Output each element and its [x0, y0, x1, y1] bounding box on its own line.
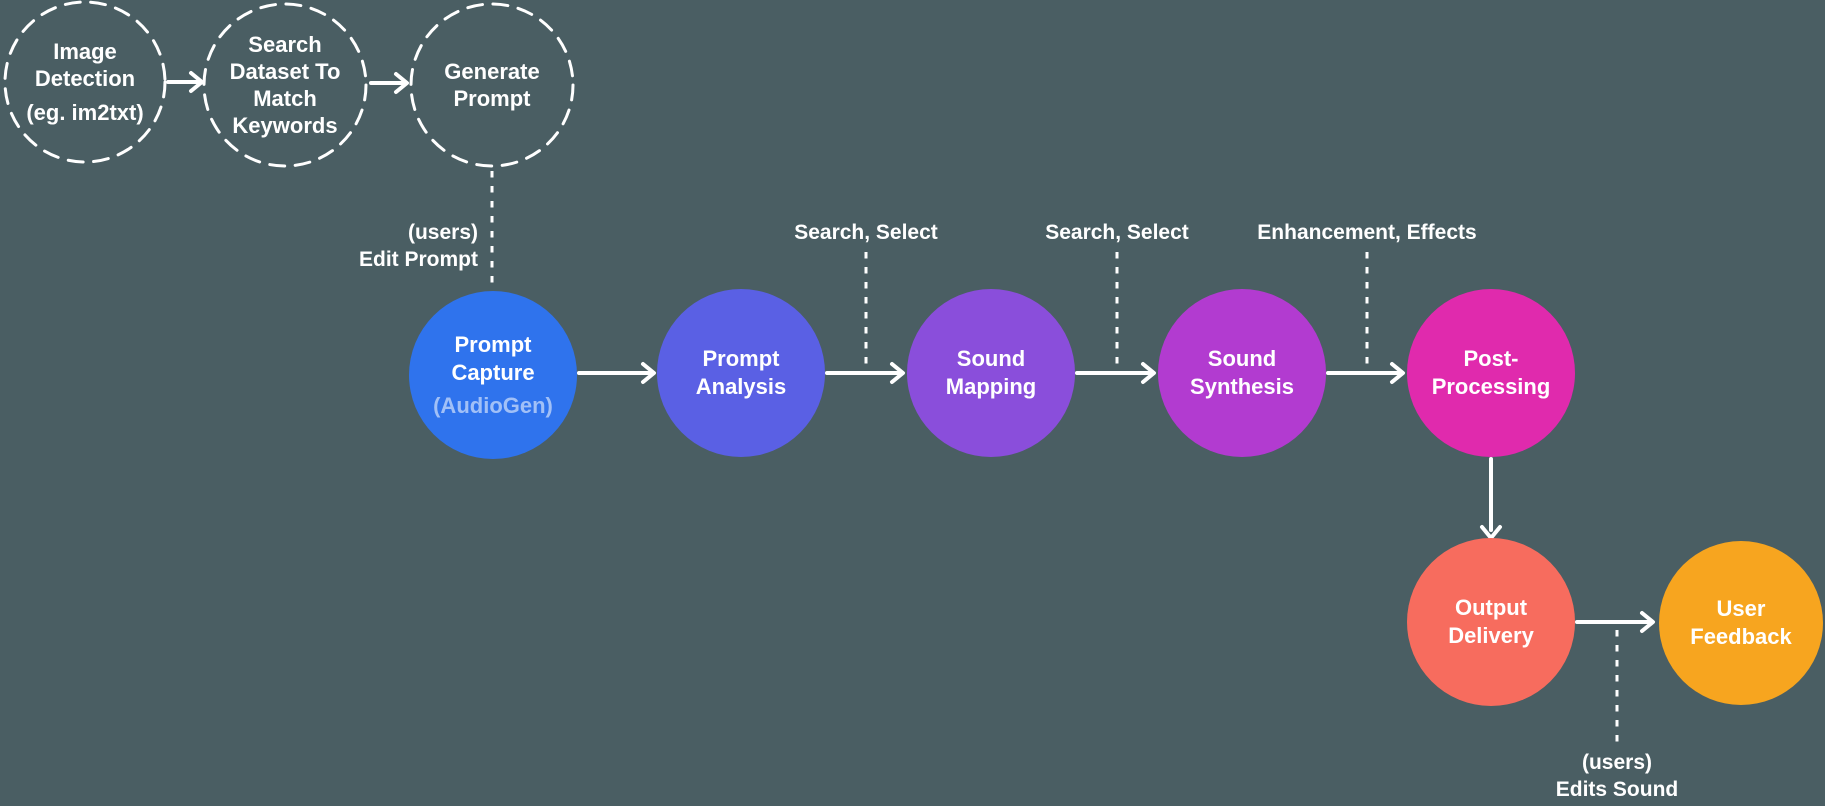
- node-image-detection: Image Detection (eg. im2txt): [5, 2, 165, 162]
- arrow-prompt-analysis-to-sound-mapping: [825, 362, 905, 384]
- annotation-users-edit-prompt: (users) Edit Prompt: [359, 221, 478, 271]
- node-image-detection-label: Image Detection: [34, 39, 136, 91]
- node-post-processing: Post- Processing: [1407, 289, 1575, 457]
- search-dataset-dashed-circle: [202, 2, 368, 168]
- node-output-delivery: Output Delivery: [1407, 538, 1575, 706]
- annotation-search-select-1: Search, Select: [794, 221, 938, 244]
- arrow-output-delivery-to-user-feedback: [1575, 611, 1655, 633]
- generate-prompt-dashed-circle: [409, 2, 575, 168]
- node-user-feedback: User Feedback: [1659, 541, 1823, 705]
- node-output-delivery-label: Output Delivery: [1448, 595, 1534, 648]
- node-prompt-analysis: Prompt Analysis: [657, 289, 825, 457]
- node-sound-mapping: Sound Mapping: [907, 289, 1075, 457]
- arrow-sound-synthesis-to-post-processing: [1326, 362, 1405, 384]
- node-search-dataset: Search Dataset To Match Keywords: [204, 4, 366, 166]
- node-prompt-analysis-label: Prompt Analysis: [695, 346, 787, 399]
- node-sound-synthesis-label: Sound Synthesis: [1190, 346, 1294, 399]
- annotation-enhancement-effects: Enhancement, Effects: [1257, 221, 1477, 244]
- node-prompt-capture-label: Prompt Capture: [451, 331, 535, 385]
- arrow-post-processing-to-output-delivery: [1480, 457, 1502, 540]
- node-sound-synthesis: Sound Synthesis: [1158, 289, 1326, 457]
- arrow-sound-mapping-to-sound-synthesis: [1075, 362, 1156, 384]
- node-user-feedback-label: User Feedback: [1690, 596, 1792, 649]
- node-sound-mapping-label: Sound Mapping: [945, 346, 1037, 399]
- node-search-dataset-label: Search Dataset To Match Keywords: [229, 32, 341, 138]
- arrow-search-dataset-to-generate-prompt: [369, 72, 409, 94]
- node-generate-prompt-label: Generate Prompt: [444, 59, 540, 111]
- annotation-search-select-2: Search, Select: [1045, 221, 1189, 244]
- arrow-image-detection-to-search-dataset: [166, 71, 204, 93]
- node-post-processing-label: Post- Processing: [1431, 346, 1551, 399]
- node-image-detection-sublabel: (eg. im2txt): [26, 100, 144, 125]
- node-prompt-capture-sublabel: (AudioGen): [433, 392, 553, 418]
- arrow-prompt-capture-to-prompt-analysis: [577, 362, 656, 384]
- image-detection-dashed-circle: [3, 0, 167, 164]
- node-generate-prompt: Generate Prompt: [411, 4, 573, 166]
- node-prompt-capture: Prompt Capture (AudioGen): [409, 291, 577, 459]
- annotation-users-edits-sound: (users) Edits Sound: [1555, 751, 1679, 801]
